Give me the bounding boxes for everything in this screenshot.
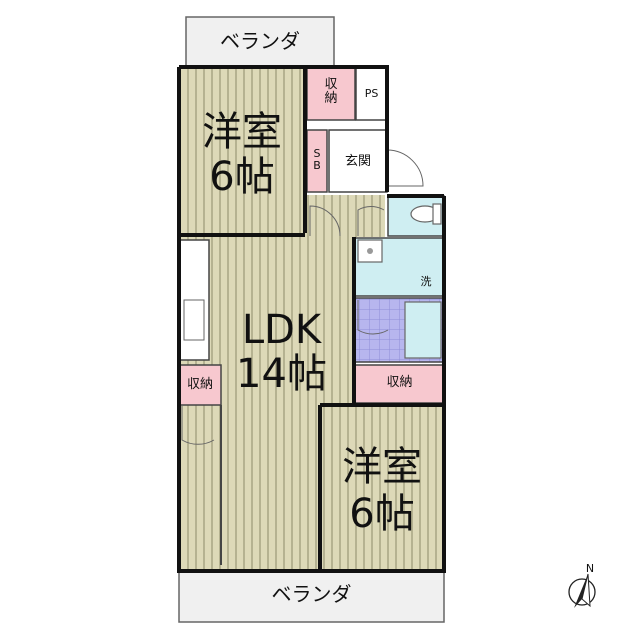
- toilet-tank: [432, 203, 442, 225]
- storage-top-label: 収 納: [324, 77, 338, 107]
- entrance: [328, 129, 388, 193]
- veranda-bottom-label: ベランダ: [271, 582, 352, 606]
- walls: [177, 65, 446, 573]
- basin-drain: [367, 248, 373, 254]
- kitchen-sink: [183, 299, 205, 341]
- bath-door-swing: [357, 300, 389, 335]
- ps-label: PS: [364, 87, 379, 100]
- ldk-name: LDK: [241, 307, 322, 353]
- ldk-size: 14帖: [236, 351, 327, 397]
- storage-top: [306, 67, 356, 121]
- storage-door-swing: [181, 405, 215, 445]
- entrance-label: 玄関: [344, 154, 371, 169]
- bathtub: [404, 301, 442, 359]
- hallway: [305, 195, 385, 237]
- storage-left: [178, 364, 222, 406]
- entrance-door-swing: [386, 149, 424, 187]
- western-room-bottom: [320, 405, 444, 571]
- veranda-bottom: [178, 569, 445, 623]
- western-room-top: [179, 67, 305, 233]
- storage-left-label: 収納: [186, 377, 213, 392]
- hall-door-swing: [309, 205, 341, 237]
- north-label: N: [585, 562, 595, 575]
- toilet-door-swing: [357, 206, 385, 236]
- western-room-top-size: 6帖: [209, 154, 275, 200]
- north-compass-icon: [568, 573, 596, 608]
- veranda-top: [185, 16, 335, 68]
- western-room-top-name: 洋室: [202, 109, 282, 155]
- western-room-bottom-name: 洋室: [342, 444, 422, 490]
- washer-label: 洗: [420, 275, 432, 288]
- storage-right-label: 収納: [386, 375, 413, 390]
- veranda-top-label: ベランダ: [220, 29, 300, 53]
- sb-label: S B: [313, 147, 321, 173]
- western-room-bottom-size: 6帖: [349, 491, 415, 537]
